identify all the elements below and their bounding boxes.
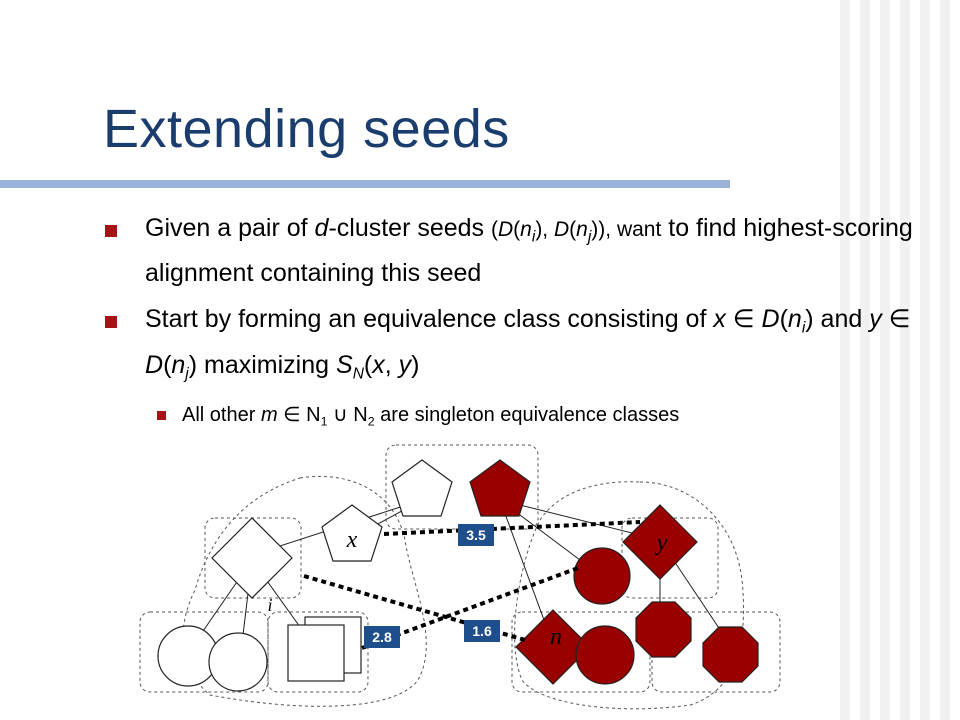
pentagon-node-x <box>321 504 383 562</box>
circle-node-bottom <box>575 625 635 685</box>
bullet-text-run: i <box>801 319 806 337</box>
bullet-text-run: )), want <box>591 218 662 241</box>
bullet-text-run: S <box>336 350 353 379</box>
bullet-text-run: D <box>553 218 570 241</box>
bullet-2: Start by forming an equivalence class co… <box>105 301 935 392</box>
bullet-text-run: D <box>761 305 780 334</box>
bullet-text-run: n <box>171 350 186 379</box>
bullet-text-run: ∪ N <box>327 404 368 427</box>
bullet-text-run: are singleton equivalence classes <box>374 404 680 427</box>
bullet-text-run: x <box>372 350 385 379</box>
bullet-text-run: ( <box>363 350 373 379</box>
bullet-text-run: N <box>352 365 364 383</box>
bullet-text-run: n <box>787 305 802 334</box>
bullet-text-run: 1 <box>320 414 328 429</box>
node-label-n: n <box>550 624 562 650</box>
bullet-text-run: -cluster seeds <box>328 214 491 242</box>
score-value-top: 3.5 <box>466 527 486 543</box>
node-label-x: x <box>346 527 358 553</box>
score-value-middle: 1.6 <box>472 623 492 639</box>
bullet-text-run: ∈ <box>881 305 911 334</box>
bullet-text-run: ) maximizing <box>188 350 336 379</box>
node-label-i: i <box>267 595 272 615</box>
cluster-bottom-left-circles <box>139 611 269 693</box>
bullet-text-run: m <box>260 404 278 427</box>
circle-node-b <box>208 632 268 692</box>
bullet-text-run: j <box>587 228 592 246</box>
pentagon-node-top-filled <box>469 459 531 517</box>
bullet-text-run: D <box>498 218 514 241</box>
cluster-right-blob <box>514 481 745 710</box>
circle-node-right <box>573 547 631 605</box>
bullet-text-run: Given a pair of <box>145 214 315 242</box>
square-node-front <box>287 624 345 682</box>
bullet-text-run: to find highest-scoring alignment contai… <box>145 214 913 288</box>
bullet-text-run: d <box>314 214 329 242</box>
bullet-text-run: i <box>531 228 536 246</box>
score-box-middle: 1.6 <box>464 620 500 642</box>
bullet-text-run: ) <box>411 350 420 379</box>
bullet-text-run: x <box>713 305 726 334</box>
bullet-text-run: ) and <box>805 305 870 334</box>
bullet-marker <box>105 316 117 329</box>
octagon-node-right <box>702 626 759 683</box>
bullet-text-run: n <box>520 218 532 241</box>
diamond-node-y <box>622 504 698 580</box>
bullet-text-run: j <box>185 365 189 383</box>
bullet-text-run: , <box>384 350 399 379</box>
title-underline <box>0 180 730 188</box>
octagon-node-mid <box>635 601 692 658</box>
bullet-marker <box>157 411 166 421</box>
bullet-marker <box>105 225 117 237</box>
slide-title: Extending seeds <box>103 99 510 159</box>
diamond-node-i <box>211 517 293 599</box>
score-value-left: 2.8 <box>372 629 392 645</box>
diamond-node-n <box>515 609 591 685</box>
bullet-text-run: y <box>869 305 882 334</box>
bullet-text-run: ( <box>163 350 172 379</box>
bullet-text-run: All other <box>182 404 261 427</box>
cluster-left-diamond <box>204 517 302 599</box>
bullet-text-run: ), <box>535 218 554 241</box>
bullet-2-sub-1: All other m ∈ N1 ∪ N2 are singleton equi… <box>105 402 935 434</box>
cluster-left-blob <box>182 475 427 707</box>
bullet-text-run: ∈ N <box>277 404 321 427</box>
score-box-top: 3.5 <box>458 524 494 546</box>
pentagon-node-top-white <box>391 459 453 517</box>
bullet-list: Given a pair of d-cluster seeds (D(ni), … <box>105 210 935 435</box>
node-label-y: y <box>655 530 668 556</box>
bullet-text-run: n <box>576 218 588 241</box>
bullet-text-run: ( <box>779 305 788 334</box>
cluster-bottom-squares <box>267 611 369 693</box>
bullet-text-run: y <box>398 350 412 379</box>
cluster-top <box>385 444 539 530</box>
bullet-text-run: D <box>145 350 164 379</box>
cluster-bottom-right-2 <box>651 611 781 693</box>
bullet-text-run: 2 <box>367 414 375 429</box>
bullet-text-run: Start by forming an equivalence class co… <box>145 305 714 334</box>
bullet-1: Given a pair of d-cluster seeds (D(ni), … <box>105 210 935 291</box>
bullet-text-run: ( <box>513 218 521 241</box>
circle-node-a <box>157 625 219 687</box>
bullet-text-run: ( <box>569 218 577 241</box>
bullet-text-run: ∈ <box>725 305 762 334</box>
score-box-left: 2.8 <box>364 626 400 648</box>
bullet-text-run: ( <box>491 218 498 241</box>
